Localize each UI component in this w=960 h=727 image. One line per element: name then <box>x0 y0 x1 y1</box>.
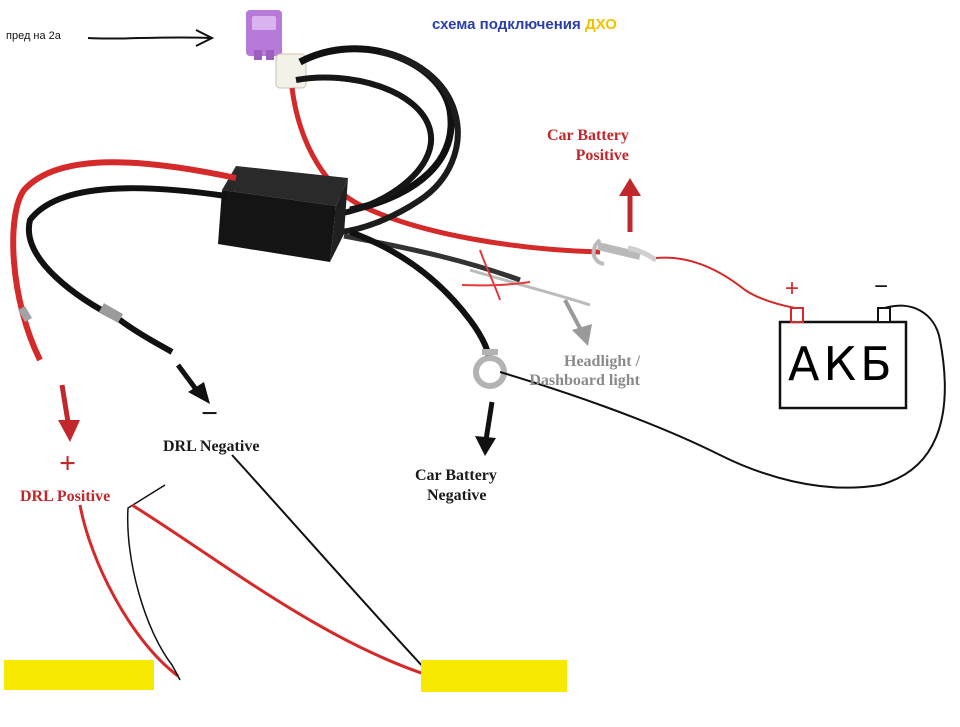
negative-arrow <box>483 401 495 441</box>
headlight-arrow <box>563 299 584 333</box>
title-part1: схема подключения <box>432 16 581 33</box>
drl-strip-left <box>4 660 154 690</box>
loop-black-wire-3 <box>339 49 461 235</box>
note-arrow-head <box>195 29 215 47</box>
loop-black-wire-1 <box>298 45 455 214</box>
drl-positive-arrow-head <box>58 420 80 442</box>
battery-plus-sign: + <box>785 275 800 302</box>
headlight-label: Headlight / Dashboard light <box>529 353 641 389</box>
negative-arrow-head <box>475 436 496 456</box>
drl-negative-arrow <box>175 363 201 394</box>
car-battery-negative-label: Car Battery Negative <box>415 467 497 504</box>
positive-ring-terminal <box>591 238 658 266</box>
drl-left-red-line <box>78 504 179 678</box>
drl-strip-right <box>421 660 567 692</box>
loop-black-wire-2 <box>295 74 435 218</box>
drl-module <box>218 166 348 262</box>
drl-negative-arrow-head <box>188 382 210 404</box>
drl-left-black-line <box>126 484 181 681</box>
negative-black-wire <box>348 229 493 361</box>
drl-negative-wire <box>25 185 227 355</box>
drl-positive-wire <box>10 159 237 362</box>
headlight-arrow-head <box>572 324 592 346</box>
car-battery-positive-label: Car Battery Positive <box>547 127 629 164</box>
headlight-wire <box>469 268 591 307</box>
drl-negative-minus: − <box>201 397 219 430</box>
drl-positive-plus: + <box>59 447 77 480</box>
drl-positive-arrow <box>59 384 71 423</box>
diagram-title: схема подключения ДХО <box>432 16 617 33</box>
fuse-icon <box>246 10 282 60</box>
title-part2: ДХО <box>584 16 617 33</box>
drl-right-red-line <box>131 503 431 678</box>
battery-minus-sign: − <box>874 273 889 300</box>
drl-negative-label: DRL Negative <box>163 438 260 455</box>
note-arrow <box>87 36 211 40</box>
drl-negative-tip <box>98 303 124 323</box>
battery-icon <box>778 307 908 410</box>
cross-mark-icon <box>461 249 531 301</box>
battery-negative-wire <box>499 304 946 489</box>
battery-label: АКБ <box>788 337 896 391</box>
negative-ring-terminal <box>473 349 507 389</box>
note-text: пред на 2а <box>6 30 61 42</box>
positive-arrow-head <box>619 178 641 196</box>
drl-positive-label: DRL Positive <box>20 488 111 505</box>
drl-positive-tip <box>18 305 32 323</box>
battery-positive-wire <box>655 256 796 309</box>
drl-right-black-line <box>231 454 427 671</box>
